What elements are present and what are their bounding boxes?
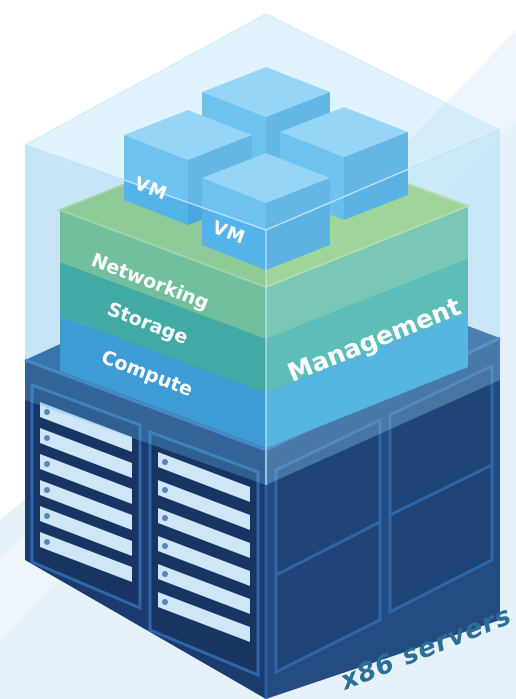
server-rack-center — [148, 429, 260, 678]
server-rack-right — [274, 363, 494, 675]
vm-cube-front — [202, 153, 330, 270]
storage-layer-right — [266, 258, 468, 393]
glass-enclosure — [24, 13, 501, 485]
compute-layer-left — [60, 316, 266, 448]
networking-layer-left — [60, 210, 266, 339]
vm-cubes — [124, 67, 408, 270]
networking-layer-right — [266, 206, 468, 339]
compute-layer-right — [266, 312, 468, 448]
server-rack-left — [30, 382, 142, 611]
storage-layer-left — [60, 262, 266, 393]
